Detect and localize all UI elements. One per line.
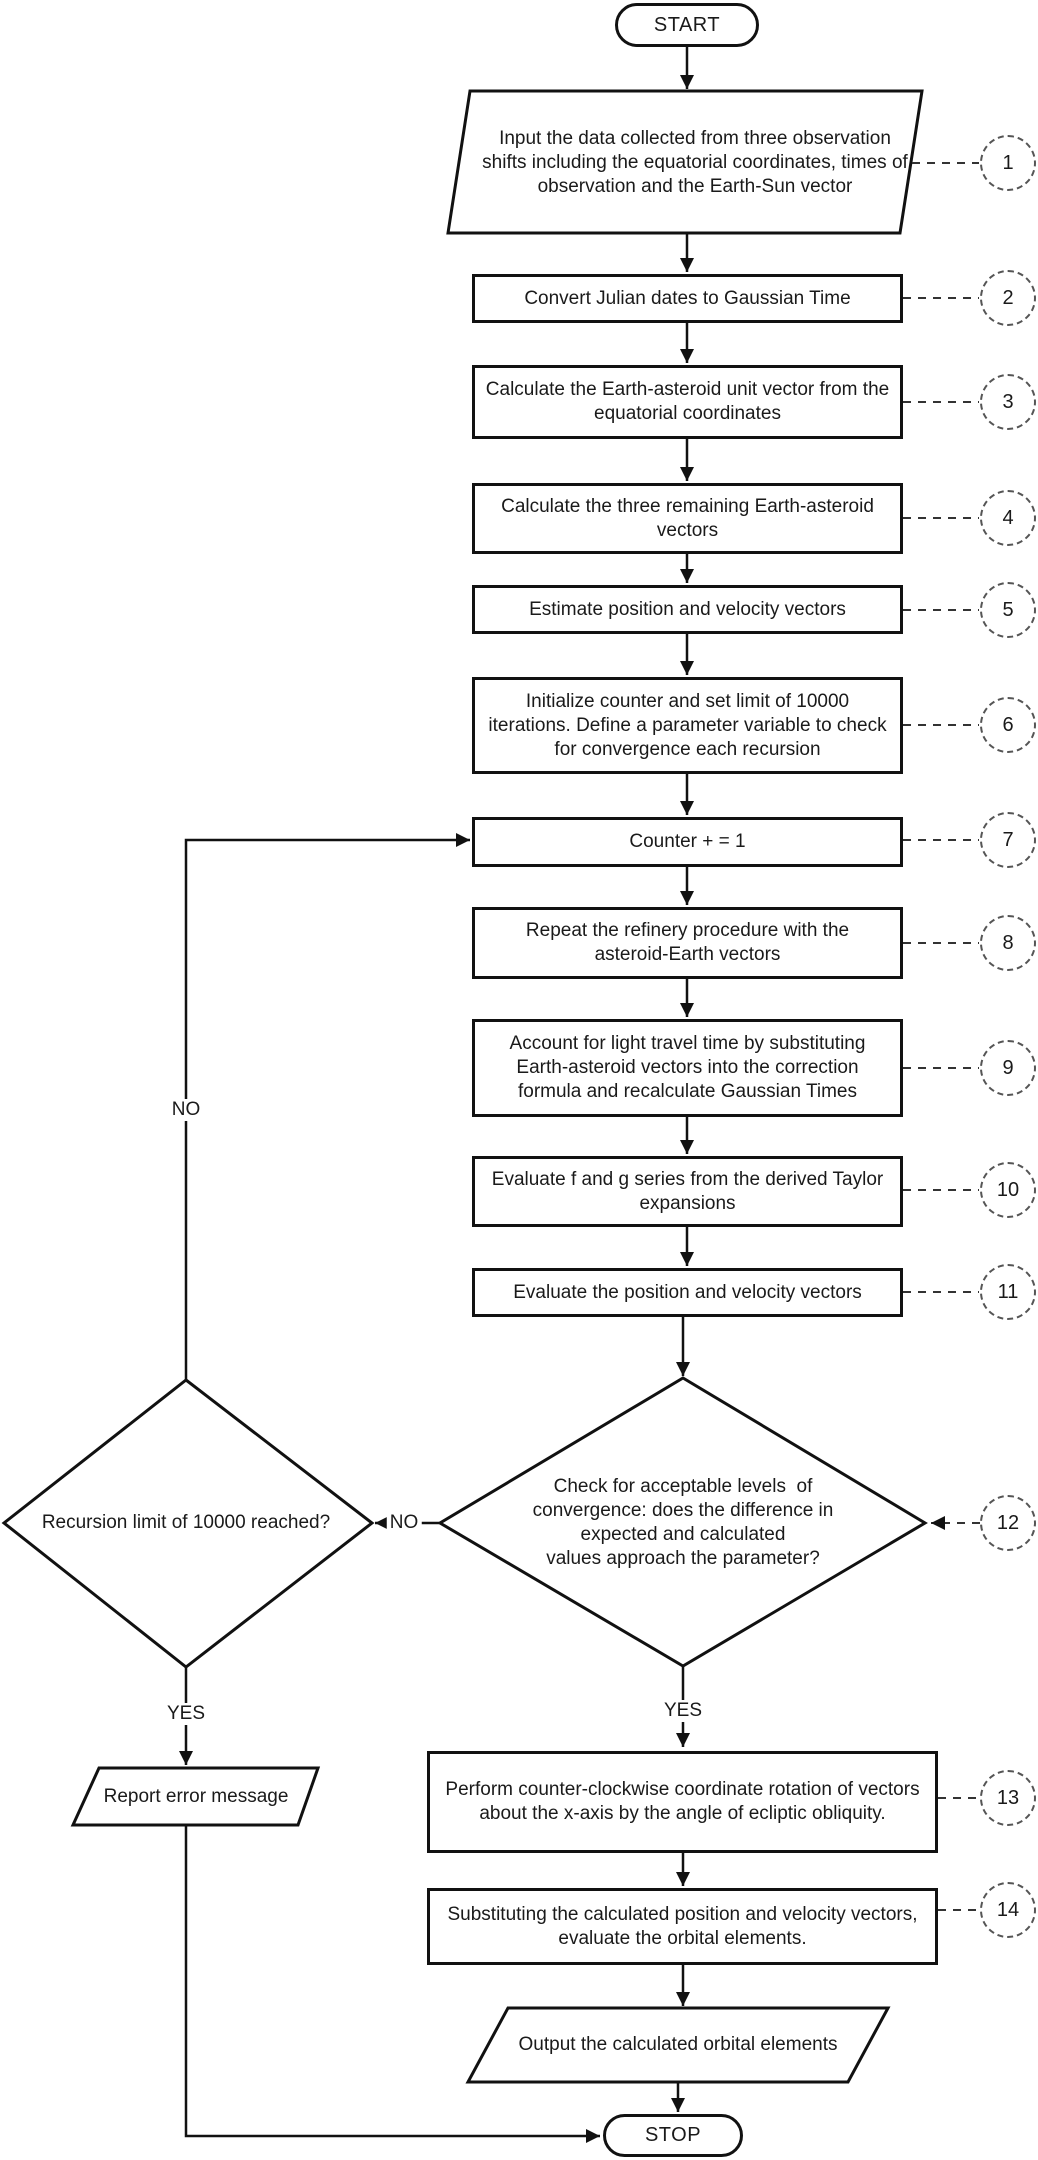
output-label: Output the calculated orbital elements [518, 2034, 838, 2055]
annotation-circle-2: 2 [980, 270, 1036, 326]
yes-branch-label-error: YES [163, 1703, 209, 1725]
step-13-label: Perform counter-clockwise coordinate rot… [445, 1779, 920, 1824]
step-11-box: Evaluate the position and velocity vecto… [472, 1268, 903, 1317]
annotation-number-12: 12 [996, 1511, 1020, 1534]
report-error-label: Report error message [103, 1786, 289, 1807]
annotation-circle-6: 6 [980, 697, 1036, 753]
annotation-circle-1: 1 [980, 135, 1036, 191]
input-parallelogram [446, 89, 924, 235]
annotation-circle-5: 5 [980, 582, 1036, 638]
annotation-number-13: 13 [996, 1786, 1020, 1809]
step-3-label: Calculate the Earth-asteroid unit vector… [485, 379, 890, 424]
annotation-number-7: 7 [1002, 828, 1014, 851]
step-5-box: Estimate position and velocity vectors [472, 585, 903, 634]
step-11-label: Evaluate the position and velocity vecto… [513, 1281, 862, 1303]
step-14-box: Substituting the calculated position and… [427, 1888, 938, 1965]
step-6-label: Initialize counter and set limit of 1000… [488, 690, 887, 760]
annotation-circle-4: 4 [980, 490, 1036, 546]
start-terminator: START [615, 3, 759, 47]
edge-error-to-stop [184, 1825, 600, 2143]
step-9-box: Account for light travel time by substit… [472, 1019, 903, 1117]
output-parallelogram [465, 2006, 891, 2084]
annotation-number-9: 9 [1002, 1056, 1014, 1079]
recursion-limit-decision-text: Recursion limit of 10000 reached? [16, 1505, 356, 1541]
annotation-number-4: 4 [1002, 506, 1014, 529]
edge-limit-no-loop-to-counter [184, 833, 470, 1380]
step-10-box: Evaluate f and g series from the derived… [472, 1156, 903, 1227]
annotation-number-10: 10 [996, 1178, 1020, 1201]
annotation-circle-9: 9 [980, 1040, 1036, 1096]
annotation-number-5: 5 [1002, 598, 1014, 621]
no-branch-label-left: NO [386, 1512, 422, 1534]
step-5-label: Estimate position and velocity vectors [529, 598, 846, 620]
convergence-decision-text: Check for acceptable levels of convergen… [513, 1425, 853, 1620]
step-8-box: Repeat the refinery procedure with the a… [472, 907, 903, 979]
yes-branch-label-continue: YES [660, 1700, 706, 1722]
step-3-box: Calculate the Earth-asteroid unit vector… [472, 365, 903, 439]
error-parallelogram-text: Report error message [76, 1779, 316, 1815]
annotation-number-2: 2 [1002, 286, 1014, 309]
no-branch-label-loop: NO [168, 1099, 204, 1121]
annotation-number-14: 14 [996, 1898, 1020, 1921]
annotation-circle-11: 11 [980, 1264, 1036, 1320]
step-12-label: Check for acceptable levels of convergen… [532, 1475, 834, 1569]
step-6-box: Initialize counter and set limit of 1000… [472, 677, 903, 774]
output-parallelogram-text: Output the calculated orbital elements [498, 2027, 858, 2063]
annotation-number-1: 1 [1002, 151, 1014, 174]
step-4-box: Calculate the three remaining Earth-aste… [472, 483, 903, 554]
error-parallelogram [70, 1766, 321, 1827]
step-7-box: Counter + = 1 [472, 817, 903, 867]
annotation-circle-7: 7 [980, 812, 1036, 868]
start-label: START [653, 13, 721, 36]
step-1-label: Input the data collected from three obse… [482, 127, 908, 197]
step-7-label: Counter + = 1 [629, 831, 746, 852]
stop-label: STOP [644, 2124, 702, 2146]
step-9-label: Account for light travel time by substit… [509, 1033, 866, 1102]
annotation-circle-12: 12 [980, 1495, 1036, 1551]
stop-terminator: STOP [603, 2114, 743, 2157]
step-2-label: Convert Julian dates to Gaussian Time [524, 287, 851, 309]
annotation-circle-10: 10 [980, 1162, 1036, 1218]
annotation-circle-8: 8 [980, 915, 1036, 971]
step-2-box: Convert Julian dates to Gaussian Time [472, 274, 903, 323]
annotation-number-11: 11 [997, 1280, 1019, 1303]
recursion-limit-label: Recursion limit of 10000 reached? [41, 1512, 331, 1533]
step-10-label: Evaluate f and g series from the derived… [491, 1168, 884, 1214]
annotation-circle-3: 3 [980, 374, 1036, 430]
step-14-label: Substituting the calculated position and… [447, 1903, 918, 1949]
input-parallelogram-text: Input the data collected from three obse… [455, 100, 935, 225]
annotation-circle-14: 14 [980, 1882, 1036, 1938]
step-4-label: Calculate the three remaining Earth-aste… [501, 495, 874, 541]
annotation-circle-13: 13 [980, 1770, 1036, 1826]
annotation-number-6: 6 [1002, 713, 1014, 736]
annotation-number-8: 8 [1002, 931, 1014, 954]
step-13-box: Perform counter-clockwise coordinate rot… [427, 1751, 938, 1853]
step-8-label: Repeat the refinery procedure with the a… [525, 920, 850, 965]
annotation-number-3: 3 [1002, 390, 1014, 413]
